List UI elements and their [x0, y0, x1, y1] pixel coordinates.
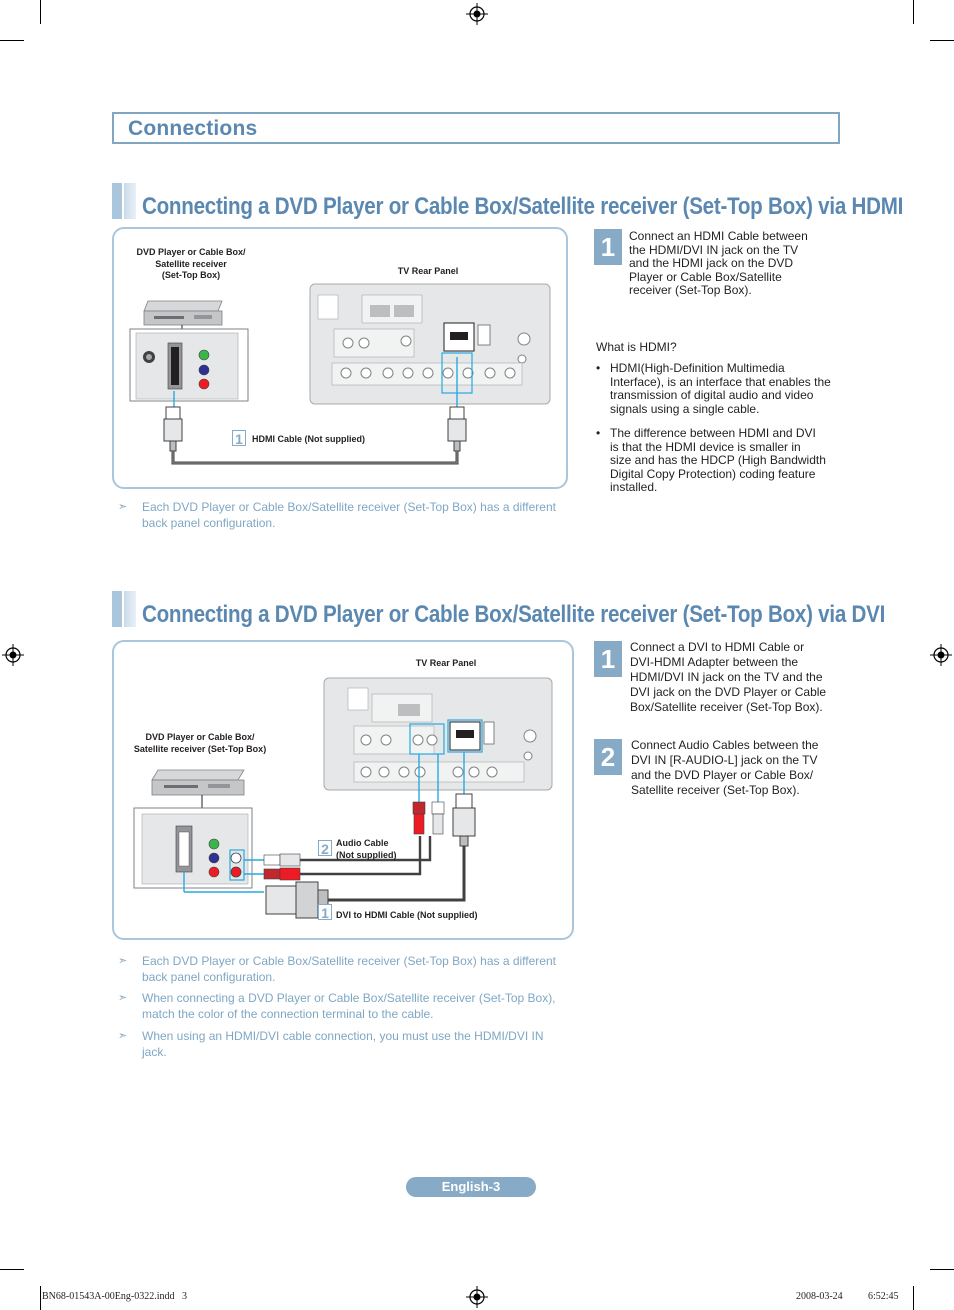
dvd-player-icon — [151, 769, 245, 796]
rca-plug-icon — [412, 801, 426, 835]
section-title-dvi: Connecting a DVD Player or Cable Box/Sat… — [142, 601, 886, 628]
hdmi-cable-label: HDMI Cable (Not supplied) — [252, 434, 365, 444]
dvi-cable-label: DVI to HDMI Cable (Not supplied) — [336, 910, 478, 920]
section-title-hdmi: Connecting a DVD Player or Cable Box/Sat… — [142, 193, 904, 220]
dvd-player-icon — [143, 300, 223, 326]
step-number: 1 — [594, 641, 622, 677]
dvd-back-panel — [133, 807, 253, 889]
dvi-plug-icon — [265, 881, 329, 919]
hdmi-bullet-item: • The difference between HDMI and DVI is… — [596, 426, 826, 495]
page-title: Connections — [128, 117, 258, 140]
note-text: Each DVD Player or Cable Box/Satellite r… — [142, 500, 556, 530]
step-1-text: Connect an HDMI Cable between the HDMI/D… — [629, 229, 808, 298]
dvi-connection-diagram: TV Rear Panel DVD Player or Cable Box/ S… — [112, 640, 574, 940]
registration-mark-icon — [930, 644, 952, 666]
hdmi-wiring-illustration — [129, 283, 551, 465]
cable-number-tag: 1 — [232, 430, 246, 447]
section-marker — [112, 591, 136, 627]
crop-mark — [0, 1269, 24, 1270]
dvd-device-label: DVD Player or Cable Box/ Satellite recei… — [136, 247, 246, 280]
rca-plug-icon — [431, 801, 445, 835]
note-text: When using an HDMI/DVI cable connection,… — [142, 1029, 544, 1059]
step-number: 2 — [594, 739, 622, 775]
crop-mark — [930, 1269, 954, 1270]
tv-rear-panel — [323, 677, 553, 791]
cable-number-tag: 1 — [318, 904, 332, 921]
hdmi-bullet-item: • HDMI(High-Definition Multimedia Interf… — [596, 361, 831, 416]
tv-rear-panel — [309, 283, 551, 405]
crop-mark — [930, 40, 954, 41]
crop-mark — [40, 1286, 41, 1310]
dvi-wiring-illustration — [133, 677, 553, 919]
hdmi-connection-diagram: DVD Player or Cable Box/ Satellite recei… — [112, 227, 568, 489]
crop-mark — [40, 0, 41, 24]
note-text: When connecting a DVD Player or Cable Bo… — [142, 991, 556, 1021]
crop-mark — [0, 40, 24, 41]
note-text: Each DVD Player or Cable Box/Satellite r… — [142, 954, 556, 984]
file-name: BN68-01543A-00Eng-0322.indd 3 — [42, 1291, 187, 1302]
hdmi-plug-icon — [163, 406, 183, 452]
page-number-badge: English-3 — [406, 1177, 536, 1197]
print-date: 2008-03-24 — [796, 1291, 843, 1302]
dvd-back-panel — [129, 328, 249, 402]
hdmi-plug-icon — [447, 406, 467, 452]
rca-plug-icon — [263, 867, 301, 881]
section-marker — [112, 183, 136, 219]
step-number: 1 — [594, 229, 622, 265]
note-arrow-icon: ➣ — [118, 955, 128, 967]
tv-rear-panel-label: TV Rear Panel — [415, 658, 477, 668]
step-1-text: Connect a DVI to HDMI Cable or DVI-HDMI … — [630, 640, 827, 714]
registration-mark-icon — [466, 3, 488, 25]
tv-rear-panel-label: TV Rear Panel — [397, 266, 459, 276]
note-arrow-icon: ➣ — [118, 1030, 128, 1042]
crop-mark — [913, 1286, 914, 1310]
rca-plug-icon — [263, 853, 301, 867]
note-arrow-icon: ➣ — [118, 992, 128, 1004]
print-time: 6:52:45 — [868, 1291, 899, 1302]
dvd-device-label: DVD Player or Cable Box/ Satellite recei… — [133, 732, 267, 754]
step-2-text: Connect Audio Cables between the DVI IN … — [631, 738, 819, 797]
section-header: Connections — [112, 112, 840, 144]
crop-mark — [913, 0, 914, 24]
hdmi-plug-icon — [452, 793, 476, 847]
registration-mark-icon — [2, 644, 24, 666]
note-arrow-icon: ➣ — [118, 501, 128, 513]
what-is-hdmi-heading: What is HDMI? — [596, 340, 677, 354]
audio-cable-label: Audio Cable (Not supplied) — [336, 838, 397, 860]
cable-number-tag: 2 — [318, 840, 332, 857]
registration-mark-icon — [466, 1286, 488, 1308]
